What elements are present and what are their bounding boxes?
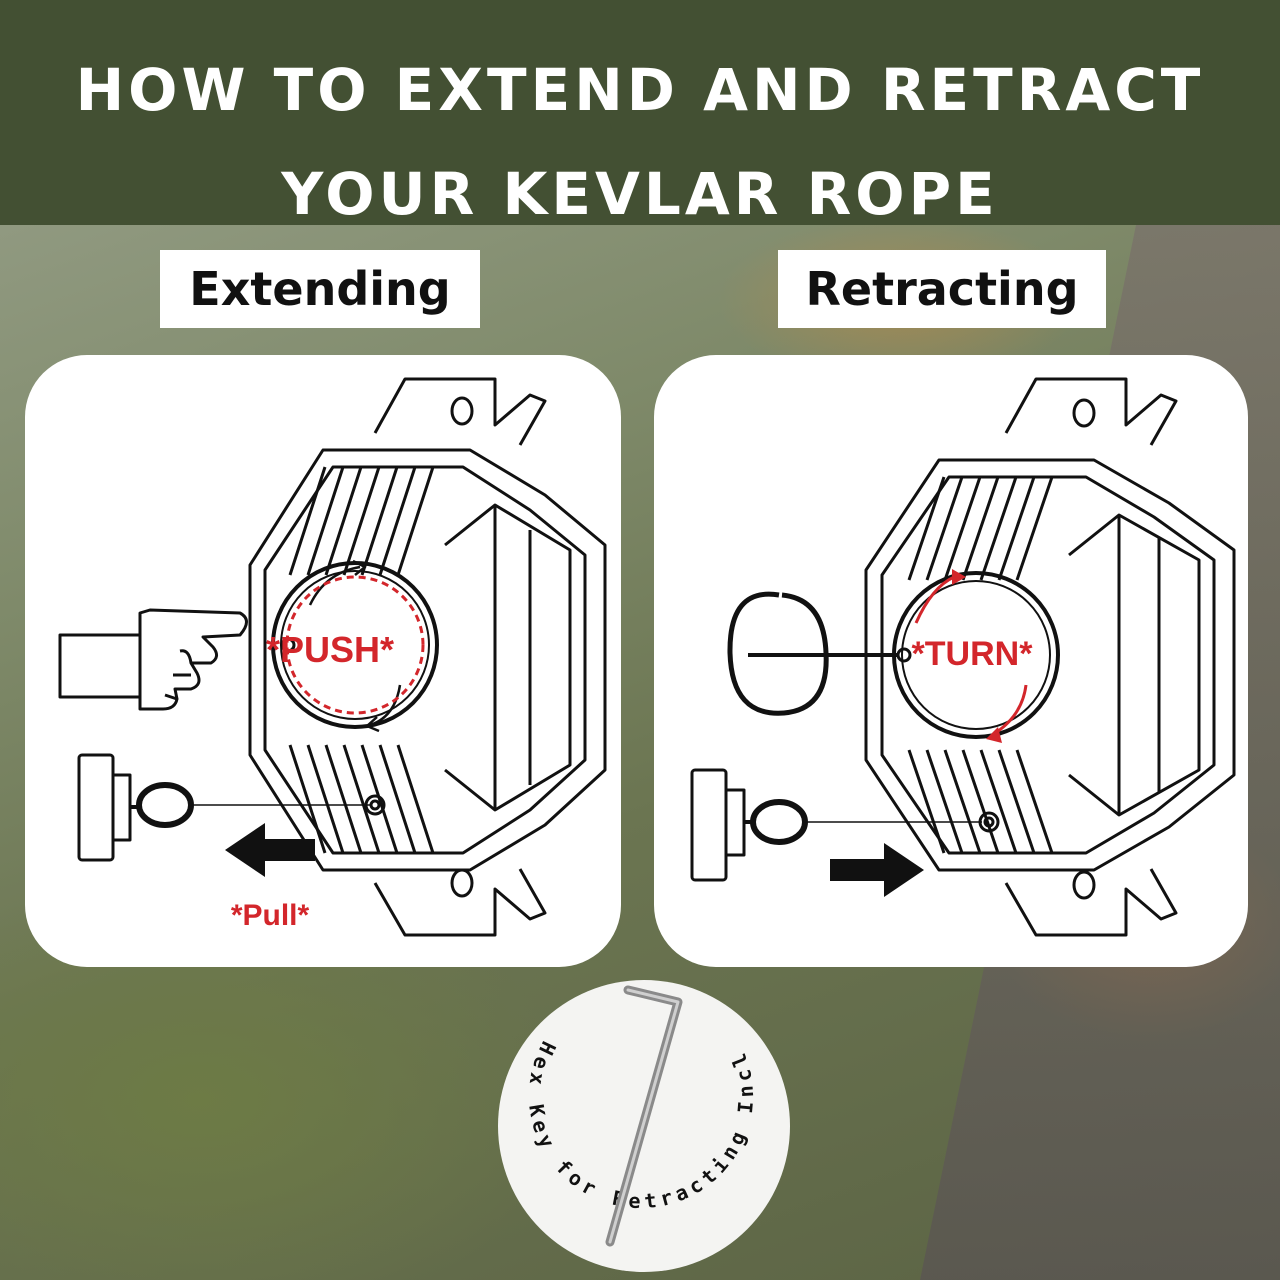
pull-text: *Pull* xyxy=(231,899,310,932)
page-title: HOW TO EXTEND AND RETRACT YOUR KEVLAR RO… xyxy=(0,38,1280,246)
extending-panel: *PUSH* *Pull* xyxy=(25,355,621,967)
header-banner: HOW TO EXTEND AND RETRACT YOUR KEVLAR RO… xyxy=(0,0,1280,228)
extending-diagram: *PUSH* *Pull* xyxy=(58,377,607,937)
retracting-label: Retracting xyxy=(778,250,1106,328)
title-line-2: YOUR KEVLAR ROPE xyxy=(281,160,999,228)
extending-label: Extending xyxy=(160,250,480,328)
turn-text: *TURN* xyxy=(912,635,1034,673)
push-text: *PUSH* xyxy=(266,629,394,670)
retracting-panel: *TURN* xyxy=(654,355,1248,967)
title-line-1: HOW TO EXTEND AND RETRACT xyxy=(75,56,1205,124)
hex-key-illustration: Hex Key for Retracting Included xyxy=(498,980,753,1247)
retracting-diagram: *TURN* xyxy=(690,377,1236,937)
hex-key-badge: Hex Key for Retracting Included xyxy=(498,980,790,1272)
